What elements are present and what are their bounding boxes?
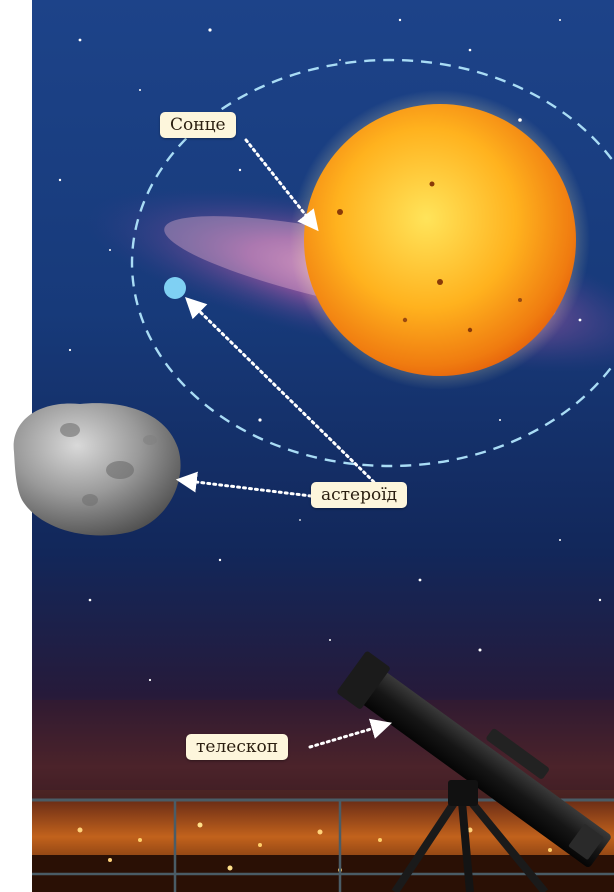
telescope-label: телескоп <box>186 734 289 760</box>
pointer-arrows <box>175 138 393 749</box>
asteroid-rock-pointer <box>175 471 313 498</box>
orbit-path <box>130 58 614 468</box>
sun-icon <box>290 90 590 390</box>
city-lights <box>32 800 614 892</box>
telescope-icon <box>337 651 611 892</box>
asteroid-icon <box>13 403 181 536</box>
asteroid-label: астероїд <box>311 482 408 508</box>
sun-pointer <box>244 138 319 232</box>
telescope-pointer <box>308 718 393 749</box>
sun-label: Сонце <box>160 112 236 138</box>
asteroid-marker <box>164 277 186 299</box>
asteroid-orbit-pointer <box>184 297 380 488</box>
